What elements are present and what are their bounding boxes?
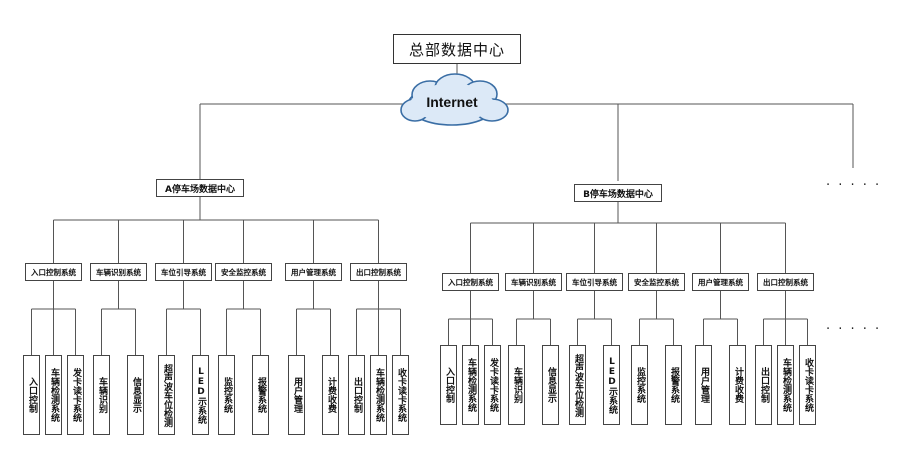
subsystem-leaf-box: 用户管理 — [288, 355, 305, 435]
subsystem-leaf-box: 信息显示 — [127, 355, 144, 435]
subsystem-leaf-box: 超声波车位检测 — [569, 345, 586, 425]
system-box: 车辆识别系统 — [505, 273, 562, 291]
subsystem-leaf-box: 报警系统 — [252, 355, 269, 435]
subsystem-leaf-box: 计费收费 — [729, 345, 746, 425]
system-box: 车辆识别系统 — [90, 263, 147, 281]
subsystem-leaf-box: 计费收费 — [322, 355, 339, 435]
subsystem-leaf-box: 发卡读卡系统 — [484, 345, 501, 425]
more-systems-ellipsis: · · · · · — [826, 322, 882, 337]
subsystem-leaf-box: 出口控制 — [348, 355, 365, 435]
system-box: 安全监控系统 — [215, 263, 272, 281]
subsystem-leaf-box: 发卡读卡系统 — [67, 355, 84, 435]
subsystem-leaf-box: 收卡读卡系统 — [799, 345, 816, 425]
subsystem-leaf-box: LED示系统 — [603, 345, 620, 425]
subsystem-leaf-box: 入口控制 — [23, 355, 40, 435]
subsystem-leaf-box: 出口控制 — [755, 345, 772, 425]
more-parks-ellipsis: · · · · · — [826, 178, 882, 193]
system-box: 入口控制系统 — [442, 273, 499, 291]
subsystem-leaf-box: 报警系统 — [665, 345, 682, 425]
subsystem-leaf-box: 车辆检测系统 — [777, 345, 794, 425]
subsystem-leaf-box: 用户管理 — [695, 345, 712, 425]
system-box: 入口控制系统 — [25, 263, 82, 281]
subsystem-leaf-box: 收卡读卡系统 — [392, 355, 409, 435]
subsystem-leaf-box: LED示系统 — [192, 355, 209, 435]
subsystem-leaf-box: 车辆识别 — [93, 355, 110, 435]
subsystem-leaf-box: 入口控制 — [440, 345, 457, 425]
park-data-center-b: B停车场数据中心 — [574, 184, 662, 202]
park-data-center-a: A停车场数据中心 — [156, 179, 244, 197]
system-box: 出口控制系统 — [350, 263, 407, 281]
system-box: 用户管理系统 — [692, 273, 749, 291]
internet-label: Internet — [426, 94, 478, 110]
subsystem-leaf-box: 车辆检测系统 — [462, 345, 479, 425]
system-box: 出口控制系统 — [757, 273, 814, 291]
subsystem-leaf-box: 车辆检测系统 — [370, 355, 387, 435]
headquarters-data-center: 总部数据中心 — [393, 34, 521, 64]
system-box: 车位引导系统 — [566, 273, 623, 291]
subsystem-leaf-box: 超声波车位检测 — [158, 355, 175, 435]
subsystem-leaf-box: 监控系统 — [218, 355, 235, 435]
subsystem-leaf-box: 车辆识别 — [508, 345, 525, 425]
system-box: 用户管理系统 — [285, 263, 342, 281]
subsystem-leaf-box: 信息显示 — [542, 345, 559, 425]
subsystem-leaf-box: 监控系统 — [631, 345, 648, 425]
subsystem-leaf-box: 车辆检测系统 — [45, 355, 62, 435]
system-box: 车位引导系统 — [155, 263, 212, 281]
system-box: 安全监控系统 — [628, 273, 685, 291]
